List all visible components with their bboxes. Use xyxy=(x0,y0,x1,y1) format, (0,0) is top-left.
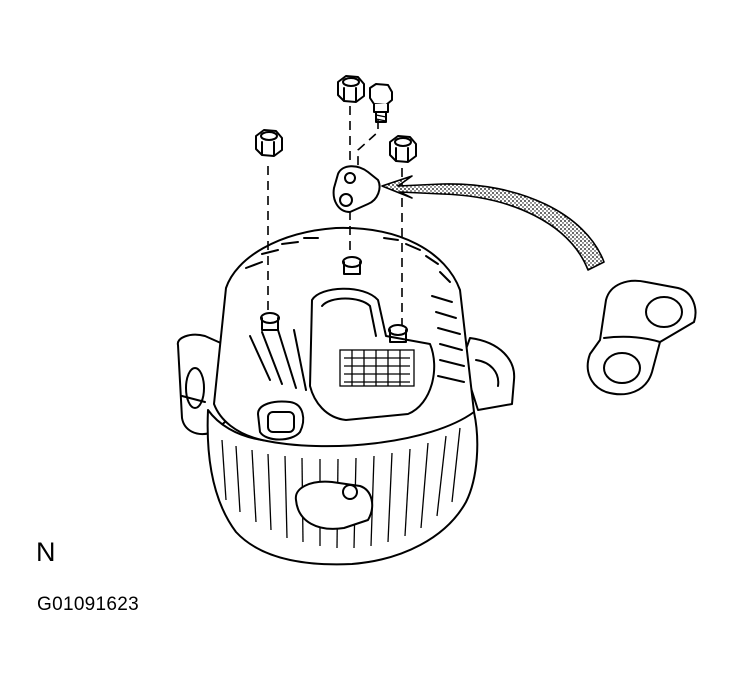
alternator-body xyxy=(176,226,516,566)
nut-left xyxy=(255,129,283,157)
view-label: N xyxy=(36,537,56,567)
stud-right xyxy=(388,324,408,343)
bracket-installed xyxy=(332,165,381,213)
stud-center xyxy=(342,256,362,275)
stud-left xyxy=(260,312,280,331)
callout-arrow xyxy=(381,175,605,271)
figure-code: G01091623 xyxy=(37,594,140,615)
nut-center xyxy=(337,75,365,103)
bracket-detail xyxy=(586,279,697,396)
nut-right xyxy=(389,135,417,163)
bolt xyxy=(369,83,393,123)
